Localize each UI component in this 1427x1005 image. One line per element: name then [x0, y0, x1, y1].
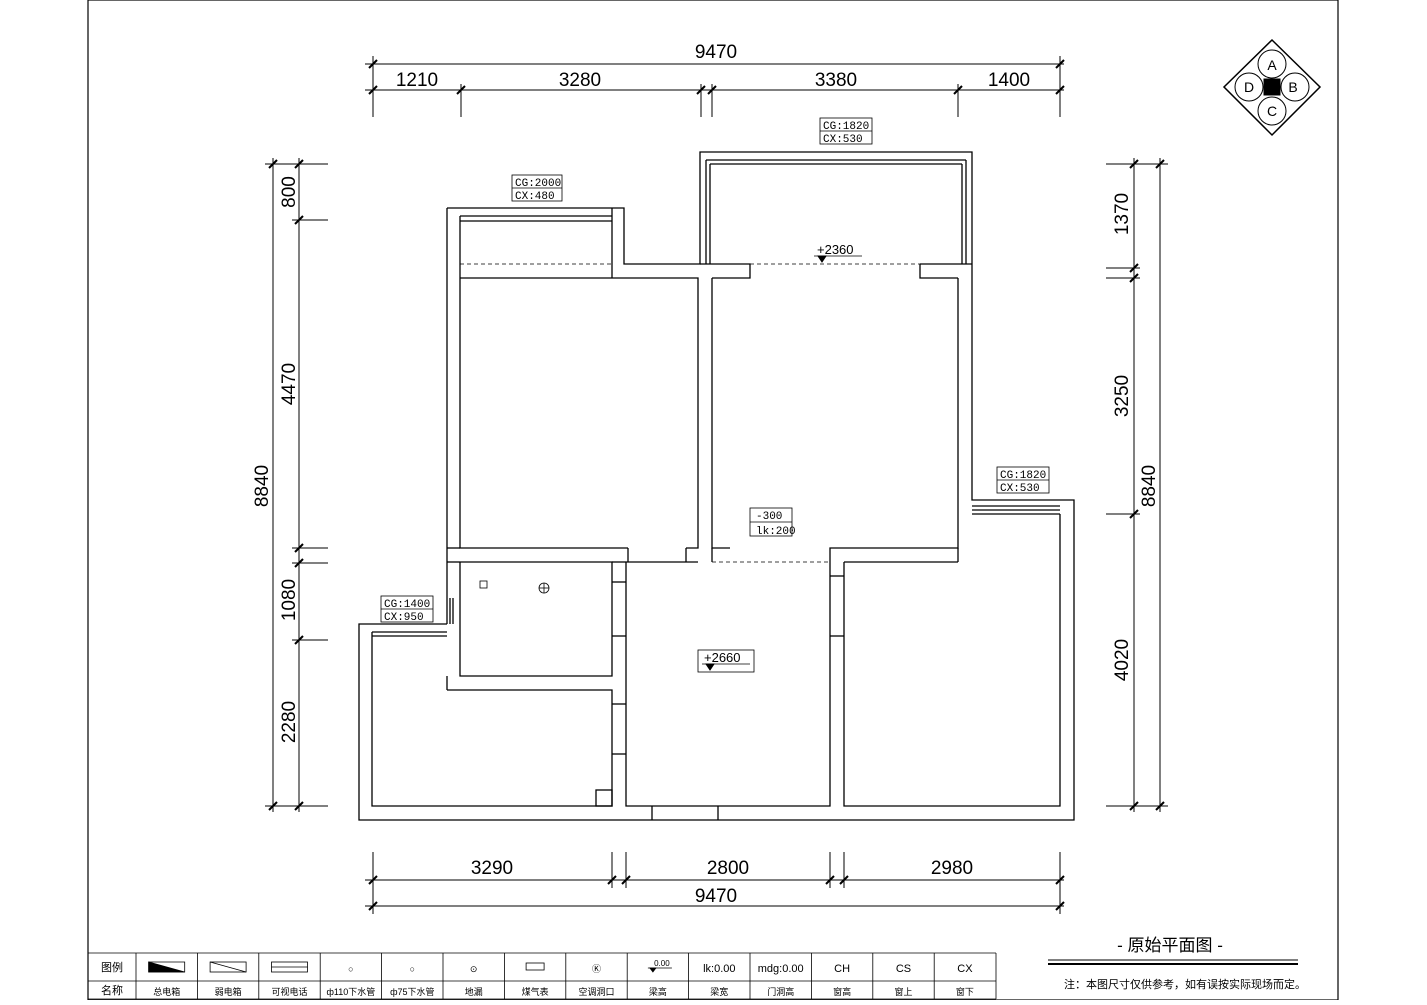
drawing-note: 注：本图尺寸仅供参考，如有误按实际现场而定。 [1064, 977, 1306, 991]
legend-symbol-3: ○ [348, 964, 353, 974]
top-total-dim: 9470 [695, 42, 737, 63]
legend-symbol-7: Ⓚ [592, 964, 601, 974]
legend-name-6: 煤气表 [522, 986, 549, 997]
elevation-marker-1: +2360 [814, 242, 862, 263]
left-dimensions: 8840 800 4470 1080 2280 [252, 158, 328, 812]
beam-width: lk:200 [756, 526, 796, 538]
right-dim-2: 3250 [1112, 375, 1133, 417]
window-tag-4: CG:1400 CX:950 [380, 595, 434, 624]
top-dim-4: 1400 [988, 70, 1030, 91]
legend-symbol-4: ○ [410, 964, 415, 974]
left-dim-3: 1080 [279, 579, 300, 621]
window-tag-3: CG:1820 CX:530 [996, 466, 1050, 495]
legend-symbol-text-5: ⊙ [470, 964, 478, 974]
legend-name-5: 地漏 [465, 986, 483, 997]
beam-height: -300 [756, 511, 782, 523]
legend-name-11: 窗高 [833, 986, 851, 997]
legend-symbol-12: CS [896, 963, 911, 975]
window-tag-1-cx: CX:480 [515, 191, 555, 203]
legend-symbol-text-11: CH [834, 963, 850, 975]
elevation-2: +2660 [704, 650, 741, 665]
top-dimensions: 9470 1210 3280 3380 1400 [365, 42, 1065, 117]
left-dim-2: 4470 [279, 363, 300, 405]
bottom-dim-3: 2980 [931, 858, 973, 879]
legend-table: 图例 名称 总电箱 弱电箱 可视电话 ○ ф110下水管 ○ ф75下水管 ⊙ 地漏 煤气表 Ⓚ 空调… [88, 952, 997, 1000]
legend-symbol-2 [271, 961, 308, 973]
legend-name-3: ф110下水管 [327, 986, 376, 997]
legend-name-2: 可视电话 [271, 986, 307, 997]
top-dim-3: 3380 [815, 70, 857, 91]
legend-name-9: 梁宽 [710, 986, 728, 997]
window-tag-1: CG:2000 CX:480 [511, 174, 563, 203]
legend-symbol-5: ⊙ [470, 964, 478, 974]
compass-c: C [1267, 103, 1277, 119]
window-tag-2-cx: CX:530 [823, 134, 863, 146]
left-dim-1: 800 [279, 176, 300, 208]
window-tag-2-cg: CG:1820 [823, 121, 869, 133]
legend-symbol-text-13: CX [957, 963, 973, 975]
legend-symbol-text-12: CS [896, 963, 911, 975]
legend-name-7: 空调洞口 [578, 986, 614, 997]
legend-name-8: 梁高 [649, 986, 667, 997]
legend-symbol-8: 0.00 [647, 959, 672, 973]
window-tag-3-cg: CG:1820 [1000, 470, 1046, 482]
walls [358, 151, 1075, 821]
window-tag-3-cx: CX:530 [1000, 483, 1040, 495]
kitchen-fixtures [479, 580, 550, 594]
right-dim-3: 4020 [1112, 639, 1133, 681]
legend-name-0: 总电箱 [153, 986, 180, 997]
beam-tag: -300 lk:200 [749, 507, 796, 538]
elevation-marker-2: +2660 [697, 649, 755, 673]
compass: A C D B [1222, 38, 1322, 137]
legend-symbol-13: CX [957, 963, 973, 975]
bottom-total-dim: 9470 [695, 886, 737, 907]
top-dim-2: 3280 [559, 70, 601, 91]
window-tag-2: CG:1820 CX:530 [819, 117, 873, 146]
window-tag-1-cg: CG:2000 [515, 178, 561, 190]
legend-name-4: ф75下水管 [390, 986, 434, 997]
drawing-title: - 原始平面图 - [1117, 936, 1223, 955]
right-dimensions: 1370 3250 4020 8840 [1106, 158, 1168, 812]
compass-a: A [1267, 57, 1277, 73]
legend-symbol-text-7: Ⓚ [592, 964, 601, 974]
legend-name-13: 窗下 [956, 986, 974, 997]
bottom-dimensions: 3290 2800 2980 9470 [365, 852, 1065, 914]
left-total-dim: 8840 [252, 465, 273, 507]
legend-symbol-text-10: mdg:0.00 [758, 963, 804, 975]
window-tag-4-cg: CG:1400 [384, 599, 430, 611]
legend-symbol-text-9: lk:0.00 [703, 963, 735, 975]
legend-symbol-text-3: ○ [348, 964, 353, 974]
compass-d: D [1244, 79, 1254, 95]
legend-symbol-text-4: ○ [410, 964, 415, 974]
legend-row-label-1: 图例 [101, 960, 123, 974]
legend-name-1: 弱电箱 [215, 986, 242, 997]
legend-symbol-text-8: 0.00 [654, 959, 670, 968]
top-dim-1: 1210 [396, 70, 438, 91]
legend-symbol-10: mdg:0.00 [758, 963, 804, 975]
window-tag-4-cx: CX:950 [384, 612, 424, 624]
legend-symbol-0 [148, 961, 186, 973]
legend-row-label-2: 名称 [101, 983, 123, 997]
legend-name-12: 窗上 [894, 986, 912, 997]
legend-symbol-6 [525, 962, 545, 971]
legend-name-10: 门洞高 [767, 986, 794, 997]
right-total-dim: 8840 [1139, 465, 1160, 507]
legend-symbol-1 [209, 961, 247, 973]
compass-b: B [1288, 79, 1297, 95]
gas-meter-icon [479, 580, 488, 589]
left-dim-4: 2280 [279, 701, 300, 743]
legend-symbol-9: lk:0.00 [703, 963, 735, 975]
bottom-dim-1: 3290 [471, 858, 513, 879]
elevation-1: +2360 [817, 242, 854, 257]
bottom-dim-2: 2800 [707, 858, 749, 879]
legend-symbol-11: CH [834, 963, 850, 975]
right-dim-1: 1370 [1112, 193, 1133, 235]
